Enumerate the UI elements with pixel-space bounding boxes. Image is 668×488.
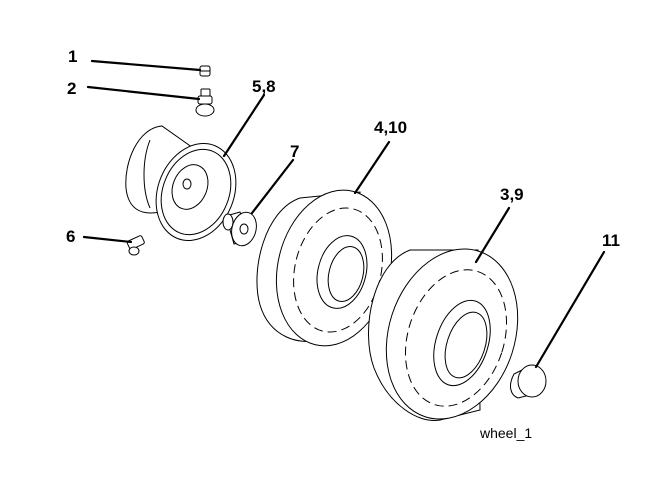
- leader-4-10: [353, 140, 391, 195]
- tire-3-9: [368, 248, 519, 421]
- hub-cap-part: [510, 364, 547, 399]
- callout-2: 2: [67, 79, 76, 98]
- callout-3-9: 3,9: [500, 185, 524, 204]
- callout-6: 6: [66, 227, 75, 246]
- lug-bolt-part: [126, 235, 145, 256]
- leader-11: [534, 250, 606, 369]
- callout-5-8: 5,8: [252, 77, 276, 96]
- leader-2: [86, 85, 201, 101]
- callout-7: 7: [290, 142, 299, 161]
- leader-3-9: [474, 206, 511, 264]
- rim-part: [125, 125, 237, 241]
- diagram-caption: wheel_1: [479, 425, 532, 441]
- leader-5-8: [222, 93, 266, 158]
- leader-7: [250, 158, 295, 215]
- callout-4-10: 4,10: [374, 118, 407, 137]
- tire-4-10: [256, 189, 393, 347]
- valve-cap-part: [199, 65, 211, 77]
- leader-1: [90, 59, 202, 72]
- callout-1: 1: [68, 47, 77, 66]
- valve-stem-part: [195, 88, 215, 117]
- leader-6: [82, 235, 133, 244]
- bushing-part: [222, 211, 257, 247]
- callout-11: 11: [602, 231, 620, 250]
